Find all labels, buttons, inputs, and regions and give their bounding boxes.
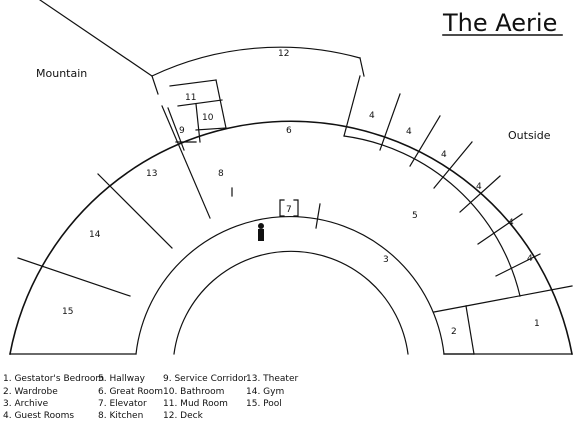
room-label-7: 7 (286, 205, 292, 215)
label-mountain: Mountain (36, 67, 87, 80)
legend-item-10: 10. Bathroom (163, 387, 225, 397)
guest-rooms-inner-wall (343, 135, 521, 297)
mountain-ridge-line (39, 0, 153, 77)
person-body (258, 229, 264, 241)
wall-guest-d-e (459, 175, 501, 213)
innermost-wall (173, 250, 409, 355)
wall-bath-bottom (195, 127, 227, 131)
legend-item-14: 14. Gym (246, 387, 285, 397)
wall-theater-kitchen (161, 105, 211, 219)
wall-guest-b-c (409, 115, 441, 167)
legend-item-9: 9. Service Corridor (163, 374, 248, 384)
legend-item-11: 11. Mud Room (163, 399, 228, 409)
wall-guest-e-f (477, 213, 523, 245)
wall-bedroom-hall (465, 285, 573, 307)
legend-item-13: 13. Theater (246, 374, 299, 384)
wall-guest-a-b (379, 93, 401, 151)
deck-end-left (151, 75, 159, 95)
wall-wardrobe-top (433, 305, 467, 313)
room-label-9: 9 (179, 126, 185, 136)
legend-item-1: 1. Gestator's Bedroom (3, 374, 105, 384)
wall-gym-theater (97, 173, 173, 249)
deck-outer-edge (151, 46, 361, 77)
wall-bedroom-wardrobe (465, 305, 475, 355)
legend-item-12: 12. Deck (163, 411, 203, 421)
room-label-11: 11 (185, 93, 196, 103)
room-label-2: 2 (451, 327, 457, 337)
wall-hallway-archive (315, 203, 321, 229)
map-title: The Aerie (442, 9, 557, 37)
room-label-4e: 4 (508, 218, 514, 228)
wall-mud-bottom (177, 99, 223, 107)
legend-item-8: 8. Kitchen (98, 411, 144, 421)
room-label-4a: 4 (369, 111, 375, 121)
wall-guest-start (343, 75, 361, 137)
wall-pool-gym (17, 257, 131, 297)
wall-service-1 (167, 107, 185, 151)
room-label-4f: 4 (527, 254, 533, 264)
legend-item-7: 7. Elevator (98, 399, 147, 409)
room-label-4d: 4 (476, 182, 482, 192)
room-label-10: 10 (202, 113, 214, 123)
person-head (258, 223, 264, 229)
outer-wall (9, 120, 573, 355)
wall-guest-c-d (433, 141, 473, 189)
room-label-12: 12 (278, 49, 289, 59)
room-label-4b: 4 (406, 127, 412, 137)
legend-item-2: 2. Wardrobe (3, 387, 58, 397)
room-label-5: 5 (412, 211, 418, 221)
room-label-15: 15 (62, 307, 73, 317)
room-label-4c: 4 (441, 150, 447, 160)
room-label-13: 13 (146, 169, 157, 179)
room-label-3: 3 (383, 255, 389, 265)
legend-item-4: 4. Guest Rooms (3, 411, 75, 421)
wall-block-top (169, 79, 217, 87)
room-label-1: 1 (534, 319, 540, 329)
inner-ring-wall (135, 215, 445, 355)
elevator-shaft (279, 199, 299, 217)
wall-service-2 (195, 103, 201, 143)
wall-block-right (215, 79, 227, 129)
legend-item-6: 6. Great Room (98, 387, 163, 397)
legend-item-15: 15. Pool (246, 399, 282, 409)
legend-item-5: 5. Hallway (98, 374, 145, 384)
deck-end-right (359, 57, 365, 77)
room-label-6: 6 (286, 126, 292, 136)
room-label-8: 8 (218, 169, 224, 179)
label-outside: Outside (508, 129, 551, 142)
wall-guest-f-end (495, 253, 541, 277)
legend-item-3: 3. Archive (3, 399, 49, 409)
room-label-14: 14 (89, 230, 101, 240)
